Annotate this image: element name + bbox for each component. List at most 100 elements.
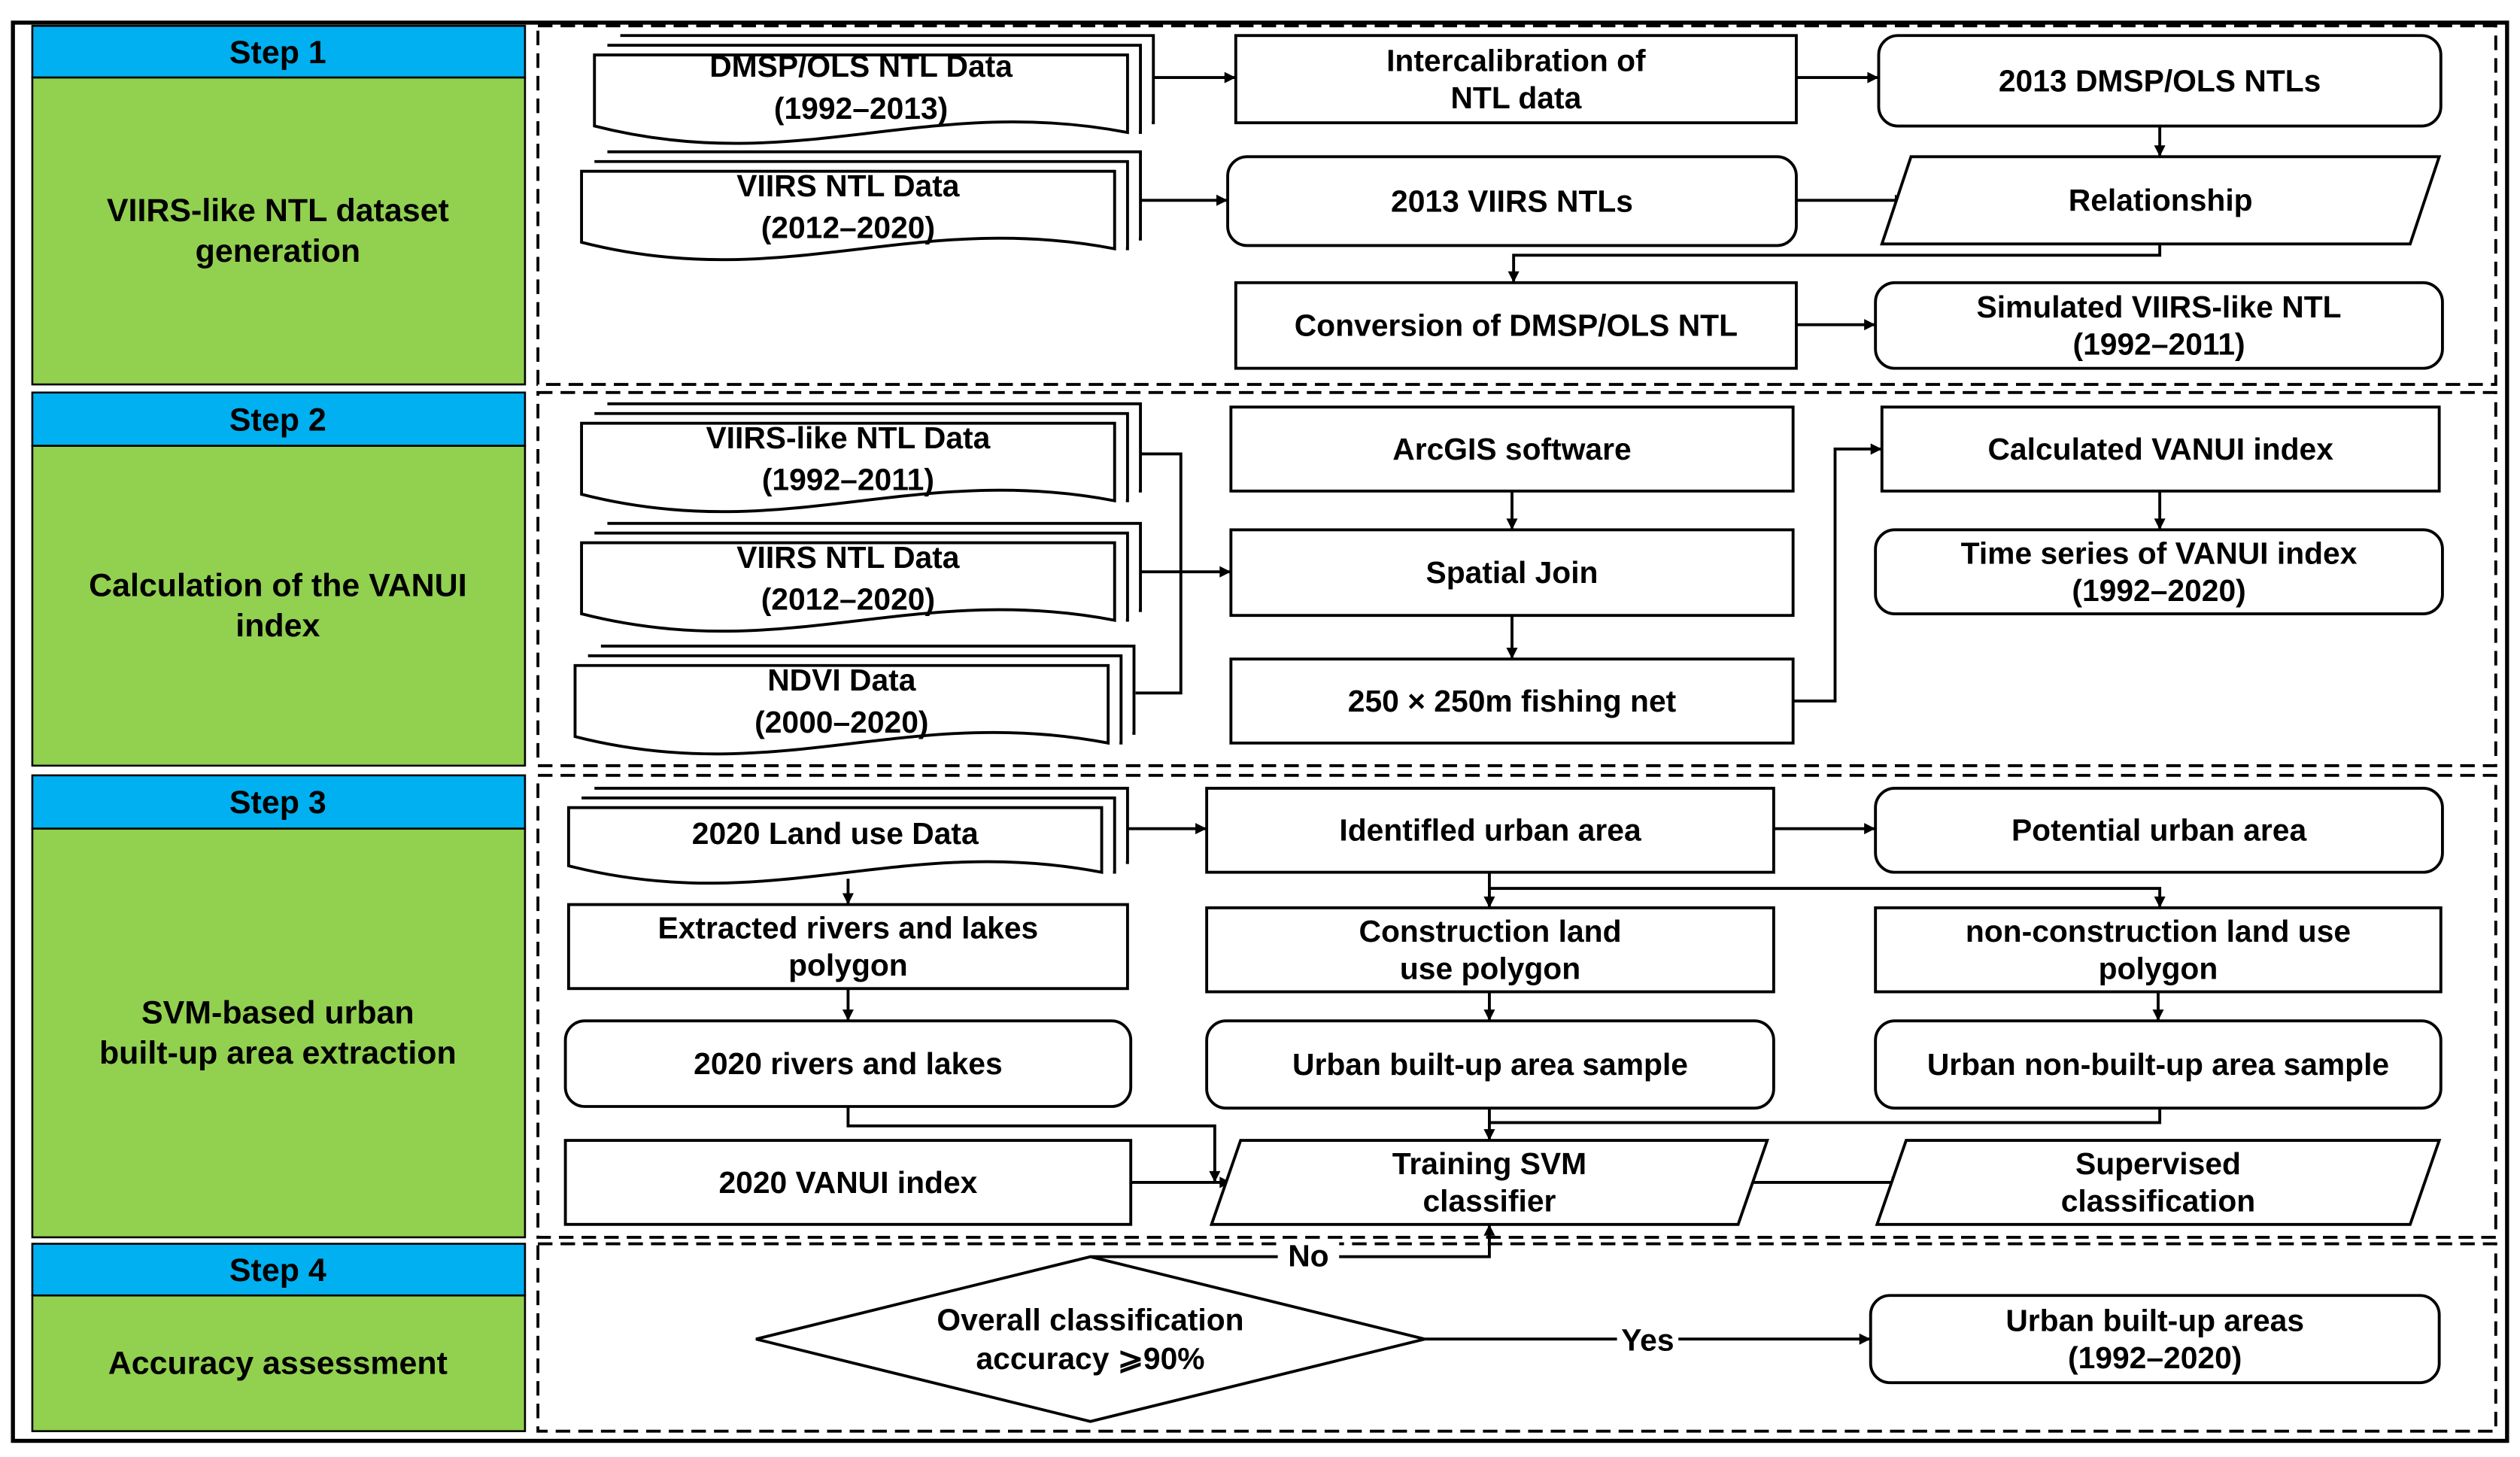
connector-line	[1135, 452, 1183, 695]
document-shape	[573, 663, 1110, 756]
node-label: 2013 DMSP/OLS NTLs	[1999, 63, 2321, 98]
edge-label-bg	[1617, 1322, 1679, 1355]
label-line: 2013 DMSP/OLS NTLs	[1999, 63, 2321, 98]
label-line: polygon	[788, 948, 908, 982]
label-line: 2020 Land use Data	[692, 816, 979, 851]
node-label: Spatial Join	[1426, 555, 1599, 590]
viirs-like-ntl-data-node: VIIRS-like NTL Data(1992–2011)	[580, 402, 1143, 514]
label-line: Training SVM	[1392, 1146, 1586, 1181]
process-box	[1205, 787, 1775, 874]
label-line: Potential urban area	[2011, 813, 2307, 848]
connector-arrow	[846, 1106, 1221, 1182]
label-line: generation	[196, 233, 361, 269]
label-line: Overall classification	[937, 1302, 1243, 1337]
edge-label-no: No	[1288, 1239, 1328, 1273]
terminal-box	[1874, 281, 2444, 370]
conversion-node: Conversion of DMSP/OLS NTL	[1234, 281, 1798, 370]
terminal-box	[1226, 155, 1798, 247]
label-line: Identifled urban area	[1339, 813, 1641, 848]
edge-label-yes: Yes	[1621, 1322, 1674, 1357]
step-header-label: Step 3	[229, 785, 326, 821]
connector-arrow	[1507, 244, 2162, 283]
label-line: VIIRS NTL Data	[736, 540, 960, 575]
node-label: Simulated VIIRS-like NTL(1992–2011)	[1976, 290, 2341, 361]
process-box	[1234, 281, 1798, 370]
step-region	[536, 1242, 2497, 1433]
terminal-box	[1874, 528, 2444, 615]
label-line: VIIRS-like NTL dataset	[107, 193, 449, 229]
node-label: Urban built-up areas(1992–2020)	[2005, 1303, 2304, 1374]
node-label: Calculated VANUI index	[1987, 432, 2333, 466]
label-line: 2020 rivers and lakes	[694, 1046, 1003, 1081]
document-shape	[580, 169, 1116, 262]
label-line: Construction land	[1359, 914, 1621, 949]
label-line: classification	[2061, 1184, 2255, 1219]
label-line: DMSP/OLS NTL Data	[709, 49, 1013, 83]
label-line: (1992–2020)	[2072, 573, 2245, 608]
vanui-2020-node: 2020 VANUI index	[563, 1139, 1133, 1226]
process-box	[1229, 405, 1795, 493]
document-shape	[580, 421, 1116, 514]
node-label: DMSP/OLS NTL Data (1992–2013)	[709, 49, 1013, 126]
decision-diamond	[755, 1255, 1425, 1423]
label-line: Calculation of the VANUI	[89, 567, 467, 603]
label-line: index	[235, 608, 320, 644]
label-line: 250 × 250m fishing net	[1348, 684, 1677, 718]
terminal-box	[1869, 1294, 2441, 1385]
calculated-vanui-node: Calculated VANUI index	[1880, 405, 2441, 493]
node-label: Conversion of DMSP/OLS NTL	[1295, 308, 1738, 343]
node-label: Potential urban area	[2011, 813, 2307, 848]
step-header	[31, 25, 527, 79]
connector-line	[1489, 1108, 2162, 1125]
process-box	[1874, 906, 2443, 994]
edge-label-bg	[1277, 1239, 1340, 1272]
step-header-label: Step 1	[229, 35, 326, 71]
step-region	[536, 390, 2497, 767]
label-line: Intercalibration of	[1386, 43, 1646, 77]
step-header-label: Step 2	[229, 402, 326, 438]
data-parallelogram	[1880, 155, 2442, 246]
step-body	[31, 1294, 527, 1432]
label-line: Supervised	[2075, 1146, 2241, 1181]
label-line: (2000–2020)	[754, 705, 928, 739]
node-label: Accuracy assessment	[108, 1345, 448, 1381]
label-line: 2020 VANUI index	[718, 1165, 977, 1200]
spatial-join-node: Spatial Join	[1229, 528, 1795, 618]
process-box	[563, 1139, 1133, 1226]
label-line: VIIRS NTL Data	[736, 168, 960, 203]
label-line: (1992–2020)	[2068, 1340, 2242, 1375]
node-label: NDVI Data(2000–2020)	[754, 663, 928, 739]
step-region	[536, 773, 2497, 1239]
node-label: 2020 VANUI index	[718, 1165, 977, 1200]
label-line: use polygon	[1400, 951, 1580, 985]
label-line: non-construction land use	[1966, 914, 2351, 949]
label-line: (2012–2020)	[761, 582, 935, 617]
node-label: Calculation of the VANUI index	[89, 567, 467, 644]
label-line: VIIRS-like NTL Data	[706, 420, 990, 455]
node-label: 250 × 250m fishing net	[1348, 684, 1677, 718]
label-line: Urban built-up areas	[2005, 1303, 2304, 1337]
step-body	[31, 827, 527, 1239]
dmsp-ols-ntl-data-node: DMSP/OLS NTL Data (1992–2013)	[593, 34, 1155, 145]
node-label: 2020 rivers and lakes	[694, 1046, 1003, 1081]
label-line: built-up area extraction	[99, 1035, 457, 1071]
viirs-ntl-data-2-node: VIIRS NTL Data (2012–2020)	[580, 521, 1143, 633]
node-label: VIIRS-like NTL Data(1992–2011)	[706, 420, 990, 497]
label-line: Calculated VANUI index	[1987, 432, 2333, 466]
process-box	[1234, 34, 1798, 125]
step-header	[31, 1243, 527, 1297]
node-label: VIIRS-like NTL dataset generation	[107, 193, 449, 269]
label-line: (1992–2013)	[774, 91, 948, 126]
label-line: Accuracy assessment	[108, 1345, 448, 1381]
